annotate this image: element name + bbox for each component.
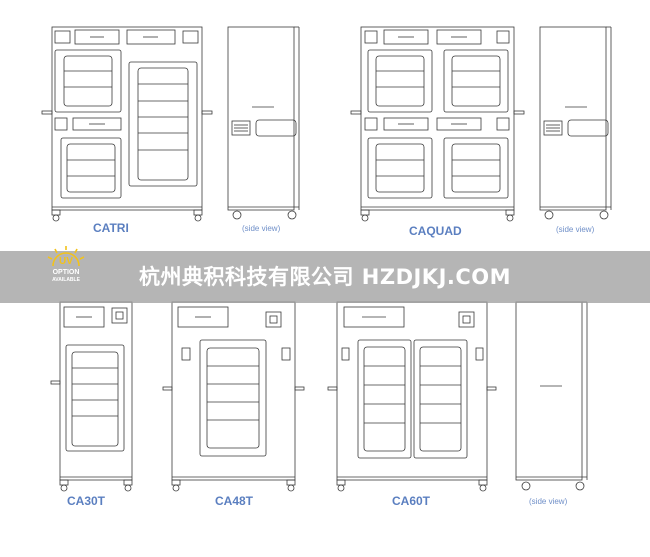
ca30t-front-drawing (50, 301, 133, 492)
uv-badge-option: OPTION (52, 269, 80, 276)
watermark-banner (0, 251, 650, 303)
side-view-label: (side view) (242, 224, 281, 233)
watermark-text: 杭州典积科技有限公司 HZDJKJ.COM (138, 265, 512, 289)
model-label-ca60t: CA60T (392, 494, 431, 508)
ca48t-front-drawing (162, 301, 305, 492)
uv-sun-icon (47, 246, 85, 267)
uv-badge-title: UV (59, 256, 73, 267)
side-view-label: (side view) (556, 225, 595, 234)
model-label-caquad: CAQUAD (409, 224, 462, 238)
caquad-side-drawing (539, 26, 612, 220)
caquad-front-drawing (350, 26, 525, 222)
model-label-ca30t: CA30T (67, 494, 106, 508)
model-label-ca48t: CA48T (215, 494, 254, 508)
side-view-label: (side view) (529, 497, 568, 506)
ca60t-front-drawing (327, 301, 497, 492)
uv-badge-available: AVAILABLE (52, 277, 80, 283)
catri-front-drawing (41, 26, 213, 222)
catri-side-drawing (227, 26, 300, 220)
model-label-catri: CATRI (93, 221, 129, 235)
ca60t-side-drawing (515, 301, 588, 491)
